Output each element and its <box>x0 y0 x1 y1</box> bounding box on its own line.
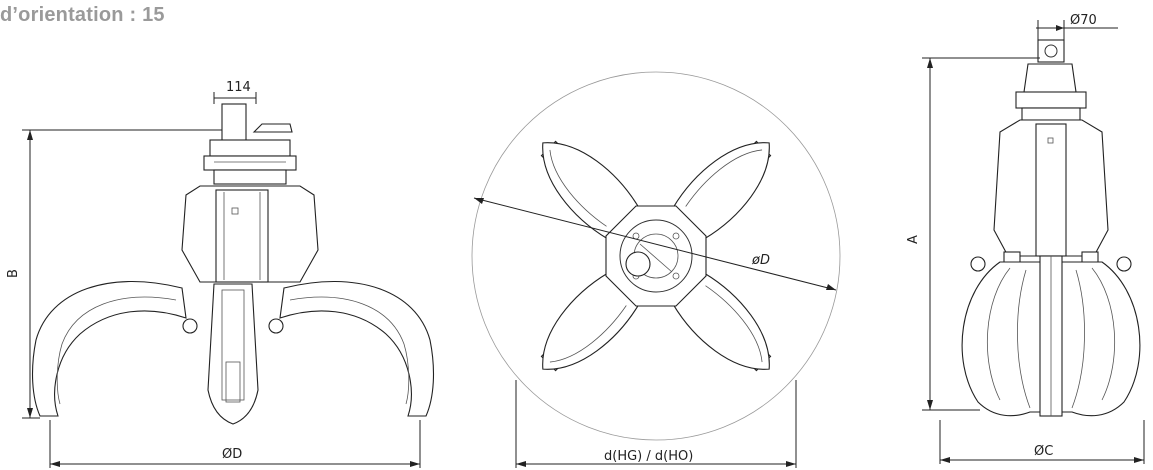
left-rotator-base <box>203 155 297 171</box>
right-height-label: A <box>906 235 921 244</box>
top-envelope-circle <box>471 71 841 441</box>
top-view: øD d(HG) / d(HO) <box>471 71 841 468</box>
left-tine-right <box>279 281 434 417</box>
right-rotator-lower <box>1015 91 1087 109</box>
left-view: 114 B ØD <box>6 80 434 468</box>
top-width-label: d(HG) / d(HO) <box>604 449 693 464</box>
left-rotator-head <box>209 139 291 157</box>
right-pivot-right <box>1116 256 1132 272</box>
left-hose-block <box>252 123 293 133</box>
right-width-label: ØC <box>1034 444 1053 459</box>
right-center-plate <box>1035 123 1067 257</box>
left-rotator-flange <box>213 169 287 185</box>
left-rotator-shaft <box>221 103 247 143</box>
left-top-width-label: 114 <box>226 80 251 95</box>
page-title: d’orientation : 15 <box>0 4 165 26</box>
left-center-plate <box>215 189 269 283</box>
right-pivot-left <box>970 256 986 272</box>
top-diameter-line <box>473 197 837 291</box>
right-view: Ø70 A ØC <box>906 13 1145 464</box>
top-hub <box>605 205 707 307</box>
left-tine-left <box>32 281 187 417</box>
right-top-eye <box>1037 39 1065 63</box>
left-width-label: ØD <box>222 447 242 462</box>
left-height-label: B <box>6 269 21 278</box>
right-top-label: Ø70 <box>1070 13 1097 28</box>
right-rotator-upper <box>1023 63 1077 93</box>
left-tine-center <box>207 283 259 425</box>
top-diameter-label: øD <box>751 253 770 268</box>
